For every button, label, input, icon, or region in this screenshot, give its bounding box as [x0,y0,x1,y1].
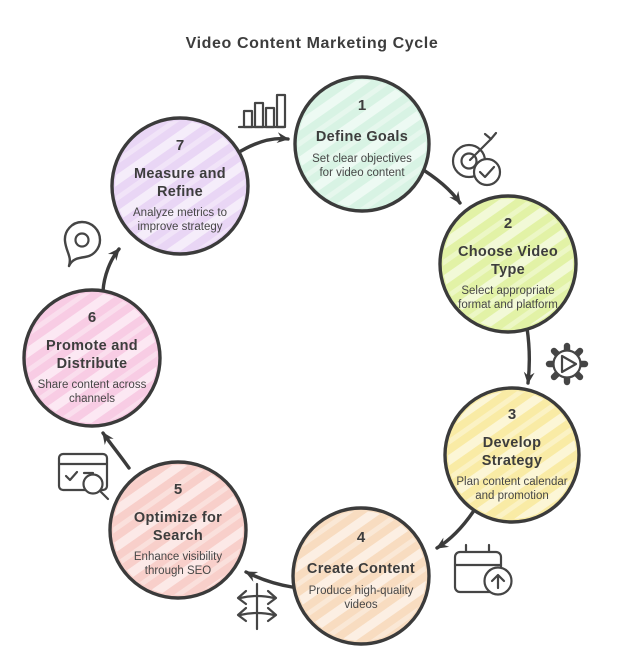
step-4: 4 Create Content Produce high-quality vi… [291,506,431,646]
step-description: channels [69,393,115,405]
target-check-icon [451,131,502,187]
step-number: 6 [88,309,96,326]
step-description: Analyze metrics to [133,207,227,219]
step-description: improve strategy [137,221,222,233]
step-title: Type [491,262,525,278]
step-title: Strategy [482,453,542,469]
step-title: Distribute [57,356,128,372]
step-number: 4 [357,529,366,546]
step-description: Enhance visibility [134,551,222,563]
arrow-5-to-6 [101,431,131,470]
step-title: Develop [483,435,542,451]
step-title: Create Content [307,561,415,577]
step-5: 5 Optimize for Search Enhance visibility… [108,460,248,600]
calendar-upload-icon [453,543,513,596]
arrow-2-to-3 [523,326,535,385]
step-description: Select appropriate [461,285,554,297]
gear-play-icon [545,342,589,386]
step-description: and promotion [475,490,549,502]
step-description: Produce high-quality [309,585,414,597]
step-description: for video content [319,167,405,179]
step-3: 3 Develop Strategy Plan content calendar… [443,386,581,524]
step-title: Measure and [134,166,226,182]
step-title: Search [153,528,203,544]
arrow-6-to-7 [101,247,121,293]
step-title: Define Goals [316,129,408,145]
step-number: 5 [174,481,182,498]
step-description: format and platform [458,299,558,311]
bar-chart-icon [237,93,287,129]
step-title: Refine [157,184,203,200]
page-title: Video Content Marketing Cycle [186,35,439,52]
step-number: 3 [508,406,516,423]
arrow-3-to-4 [435,510,475,550]
step-6: 6 Promote and Distribute Share content a… [22,288,162,428]
step-description: through SEO [145,565,212,577]
step-description: Set clear objectives [312,153,412,165]
arrow-7-to-1 [234,132,290,156]
step-description: videos [344,599,377,611]
step-2: 2 Choose Video Type Select appropriate f… [438,194,578,334]
step-title: Optimize for [134,510,222,526]
arrow-4-to-5 [244,570,294,589]
step-number: 2 [504,215,512,232]
step-title: Promote and [46,338,138,354]
move-arrows-icon [236,582,278,631]
step-description: Plan content calendar [456,476,567,488]
search-check-icon [57,452,110,501]
step-title: Choose Video [458,244,558,260]
step-7: 7 Measure and Refine Analyze metrics to … [110,116,250,256]
step-description: Share content across [38,379,147,391]
step-number: 1 [358,97,366,114]
step-1: 1 Define Goals Set clear objectives for … [293,75,431,213]
step-number: 7 [176,137,184,154]
pin-icon [63,220,102,268]
